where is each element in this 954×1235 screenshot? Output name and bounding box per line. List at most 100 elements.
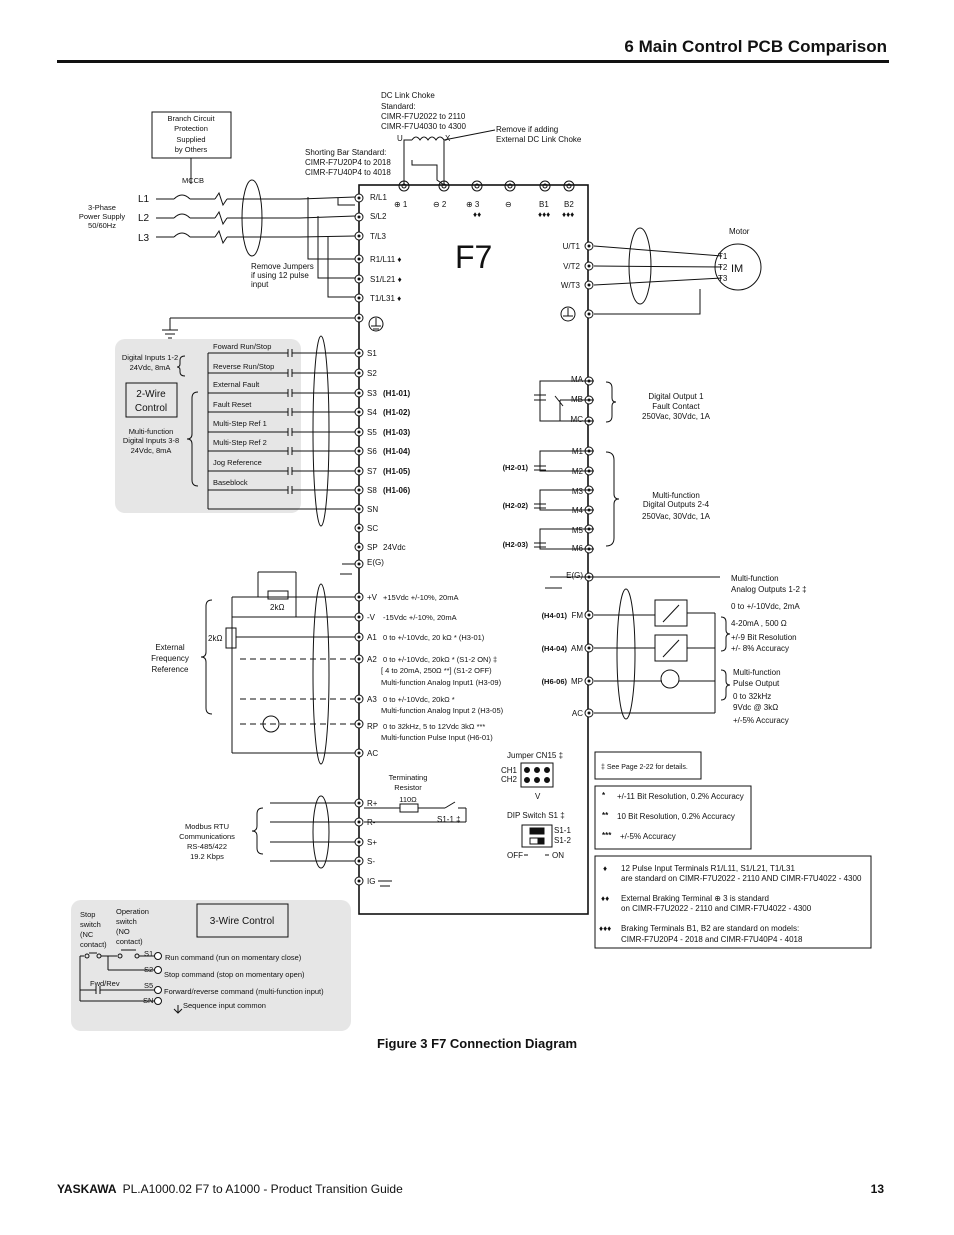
see-page-note: ‡ See Page 2-22 for details. bbox=[601, 764, 688, 771]
out-m1: M1 bbox=[572, 447, 584, 456]
op-sw-4: contact) bbox=[116, 937, 143, 946]
ain-pv: +V bbox=[367, 593, 378, 602]
legend-notes-box bbox=[594, 855, 872, 949]
comm-wiring bbox=[251, 795, 467, 887]
control-terminal-s2: S2 bbox=[367, 369, 377, 378]
three-wire-title: 3-Wire Control bbox=[210, 916, 274, 927]
pulse-4: 9Vdc @ 3kΩ bbox=[733, 703, 778, 712]
in-term-rl1: R/L1 bbox=[370, 193, 387, 202]
section-title: 6 Main Control PCB Comparison bbox=[624, 37, 887, 56]
control-terminal-sc: SC bbox=[367, 524, 378, 533]
relay-mc: MC bbox=[571, 415, 584, 424]
term-res-3: 110Ω bbox=[399, 795, 417, 804]
op-sw-3: (NO bbox=[116, 927, 130, 936]
h4-01: (H4-01) bbox=[542, 611, 568, 620]
ext-freq-1: External bbox=[155, 643, 185, 652]
dc-link-4: CIMR-F7U4030 to 4300 bbox=[381, 122, 466, 131]
ain-desc-2: -15Vdc +/-10%, 20mA bbox=[383, 613, 457, 622]
out-term-w: W/T3 bbox=[561, 281, 581, 290]
in-term-sl2: S/L2 bbox=[370, 212, 387, 221]
dip-switch-label: DIP Switch S1 ‡ bbox=[507, 811, 565, 820]
mccb-label: MCCB bbox=[182, 176, 204, 185]
control-terminal-s5: S5 bbox=[367, 428, 377, 437]
dc-mark-1: ♦♦ bbox=[473, 210, 481, 219]
dc-term-2: ⊖ 2 bbox=[433, 200, 447, 209]
ain-desc-1: +15Vdc +/-10%, 20mA bbox=[383, 593, 458, 602]
mfo-1: Multi-function bbox=[652, 491, 700, 500]
input-wiring bbox=[156, 179, 356, 339]
mfi-1: Multi-function bbox=[129, 427, 174, 436]
motor-t3: T3 bbox=[718, 274, 728, 283]
dip-on: ON bbox=[552, 851, 564, 860]
ain-desc-8: Multi-function Analog Input 2 (H3-05) bbox=[381, 706, 504, 715]
input-function-3: Fault Reset bbox=[213, 400, 252, 409]
relay-mb: MB bbox=[571, 395, 583, 404]
note-3b: CIMR-F7U20P4 - 2018 and CIMR-F7U40P4 - 4… bbox=[621, 935, 803, 944]
line-l2: L2 bbox=[138, 213, 150, 224]
aout-ac: AC bbox=[572, 709, 583, 718]
input-function-4: Multi-Step Ref 1 bbox=[213, 419, 267, 428]
motor-icon bbox=[714, 243, 762, 291]
modbus-3: RS-485/422 bbox=[187, 842, 227, 851]
note-mark-2: ♦♦ bbox=[601, 894, 609, 903]
branch-line-4: by Others bbox=[175, 145, 208, 154]
tw-desc-4: Sequence input common bbox=[183, 1001, 266, 1010]
res-text-2: 10 Bit Resolution, 0.2% Accuracy bbox=[617, 812, 735, 821]
dc-mark-2: ♦♦♦ bbox=[538, 210, 550, 219]
h4-04: (H4-04) bbox=[542, 644, 568, 653]
out-m4: M4 bbox=[572, 506, 584, 515]
ain-a2: A2 bbox=[367, 655, 377, 664]
di12-1: Digital Inputs 1-2 bbox=[122, 353, 178, 362]
ain-ac: AC bbox=[367, 749, 378, 758]
dc-link-1: DC Link Choke bbox=[381, 91, 435, 100]
mfi-3: 24Vdc, 8mA bbox=[131, 446, 172, 455]
dc-mark-3: ♦♦♦ bbox=[562, 210, 574, 219]
control-terminal-s4: S4 bbox=[367, 408, 377, 417]
in-term-s1: S1/L21 ♦ bbox=[370, 275, 402, 284]
aout-spec-3: +/-9 Bit Resolution bbox=[731, 633, 797, 642]
dc-link-3: CIMR-F7U2022 to 2110 bbox=[381, 112, 466, 121]
pulse-5: +/-5% Accuracy bbox=[733, 716, 789, 725]
shorting-3: CIMR-F7U40P4 to 4018 bbox=[305, 168, 391, 177]
control-terminal-s7: S7 bbox=[367, 467, 377, 476]
ain-desc-3: 0 to +/-10Vdc, 20 kΩ * (H3-01) bbox=[383, 633, 485, 642]
aout-fm: FM bbox=[571, 611, 583, 620]
branch-line-3: Supplied bbox=[176, 135, 205, 144]
ain-desc-10: Multi-function Pulse Input (H6-01) bbox=[381, 733, 493, 742]
power-line-3: 50/60Hz bbox=[88, 221, 116, 230]
stop-sw-4: contact) bbox=[80, 940, 107, 949]
branch-line-1: Branch Circuit bbox=[167, 114, 215, 123]
op-sw-1: Operation bbox=[116, 907, 149, 916]
three-wire-terminals bbox=[154, 952, 162, 1005]
s1-1-label: S1-1 ‡ bbox=[437, 815, 461, 824]
di12-2: 24Vdc, 8mA bbox=[130, 363, 171, 372]
remove-jumpers-2: if using 12 pulse bbox=[251, 271, 309, 280]
pulse-2: Pulse Output bbox=[733, 679, 780, 688]
footer-brand: YASKAWA bbox=[57, 1182, 117, 1196]
three-wire-terminal-3 bbox=[154, 997, 162, 1005]
in-term-t1: T1/L31 ♦ bbox=[370, 294, 401, 303]
mfo-2: Digital Outputs 2-4 bbox=[643, 500, 710, 509]
choke-x: X bbox=[445, 134, 451, 143]
h2-01: (H2-01) bbox=[503, 463, 529, 472]
control-terminal-s8: S8 bbox=[367, 486, 377, 495]
h1-06: (H1-06) bbox=[383, 486, 410, 495]
jumper-cn15 bbox=[520, 762, 554, 788]
input-function-0: Foward Run/Stop bbox=[213, 342, 271, 351]
motor-t1: T1 bbox=[718, 252, 728, 261]
control-terminal-sp: SP bbox=[367, 543, 378, 552]
res-mark-2: ** bbox=[602, 811, 609, 820]
ain-desc-5: [ 4 to 20mA, 250Ω **] (S1-2 OFF) bbox=[381, 666, 492, 675]
tw-s1: S1 bbox=[144, 949, 153, 958]
pulse-3: 0 to 32kHz bbox=[733, 692, 771, 701]
aout-am: AM bbox=[571, 644, 583, 653]
tw-desc-2: Stop command (stop on momentary open) bbox=[164, 970, 305, 979]
dip-off: OFF bbox=[507, 851, 523, 860]
control-terminal-s3: S3 bbox=[367, 389, 377, 398]
ch1: CH1 bbox=[501, 766, 518, 775]
comm-ig: IG bbox=[367, 877, 375, 886]
input-function-6: Jog Reference bbox=[213, 458, 262, 467]
sp-voltage: 24Vdc bbox=[383, 543, 406, 552]
tw-desc-1: Run command (run on momentary close) bbox=[165, 953, 302, 962]
